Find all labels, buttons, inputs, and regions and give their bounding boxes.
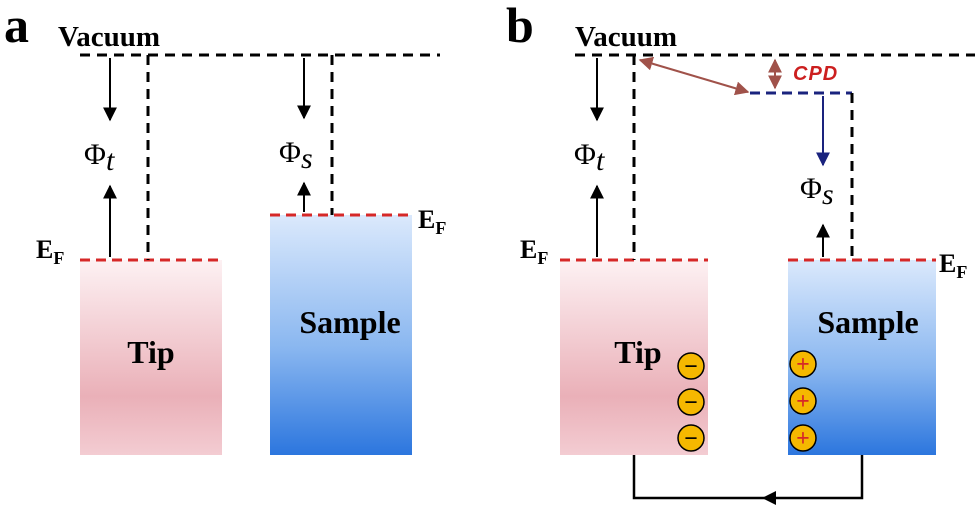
- svg-text:+: +: [796, 389, 810, 415]
- tip-block-a: [80, 260, 222, 455]
- cpd-label: CPD: [793, 63, 838, 85]
- tip-label-a: Tip: [127, 334, 174, 370]
- phi-s-label-a: Φs: [279, 136, 313, 175]
- circuit-arrow-icon: [762, 491, 776, 505]
- sample-label-b: Sample: [817, 304, 918, 340]
- positive-charge-icon: +: [789, 350, 817, 378]
- negative-charge-icon: −: [677, 388, 705, 416]
- ef-label-tip-b: EF: [520, 235, 548, 268]
- cpd-diagonal-arrow: [638, 56, 750, 96]
- tip-label-b: Tip: [614, 334, 661, 370]
- panel-b-label: b: [506, 0, 534, 53]
- phi-s-label-b: Φs: [800, 172, 834, 211]
- positive-charge-icon: +: [789, 424, 817, 452]
- external-circuit-wire: [632, 455, 864, 500]
- svg-text:+: +: [796, 426, 810, 452]
- negative-charge-icon: −: [677, 352, 705, 380]
- negative-charges: − − −: [677, 352, 705, 452]
- vacuum-label-a: Vacuum: [58, 21, 160, 53]
- sample-block-a: [270, 215, 412, 455]
- svg-text:−: −: [684, 354, 698, 380]
- svg-text:+: +: [796, 352, 810, 378]
- sample-label-a: Sample: [299, 304, 400, 340]
- svg-text:−: −: [684, 426, 698, 452]
- panel-a: a Vacuum Tip Φt EF Sample Φs EF: [4, 0, 446, 455]
- panel-a-label: a: [4, 0, 29, 53]
- positive-charges: + + +: [789, 350, 817, 452]
- phi-t-label-b: Φt: [574, 138, 605, 177]
- negative-charge-icon: −: [677, 424, 705, 452]
- svg-text:−: −: [684, 390, 698, 416]
- positive-charge-icon: +: [789, 387, 817, 415]
- phi-t-label-a: Φt: [84, 138, 115, 177]
- ef-label-sample-a: EF: [418, 205, 446, 238]
- ef-label-tip-a: EF: [36, 235, 64, 268]
- panel-b: b Vacuum CPD Tip Φt EF − −: [506, 0, 975, 505]
- ef-label-sample-b: EF: [939, 249, 967, 282]
- vacuum-label-b: Vacuum: [575, 21, 677, 53]
